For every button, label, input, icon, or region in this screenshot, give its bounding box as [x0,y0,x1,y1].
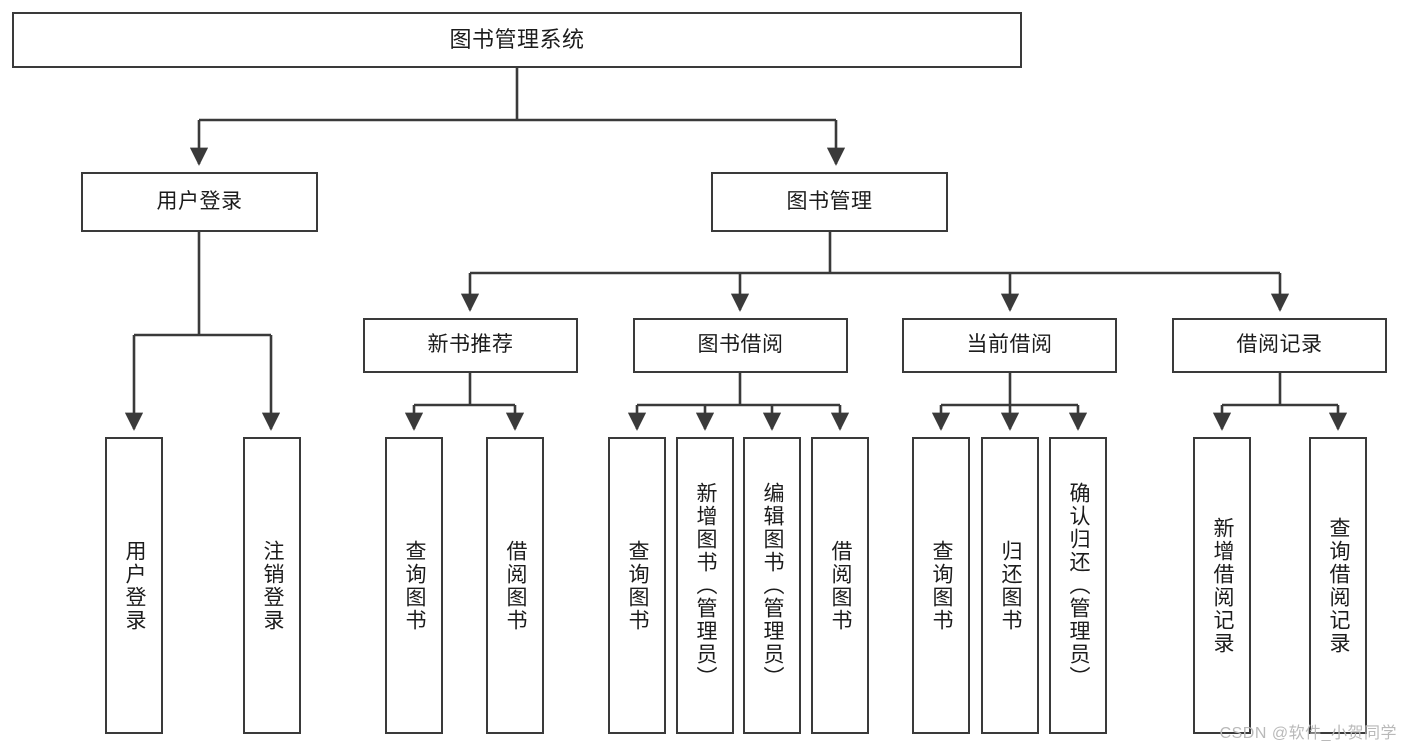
leaf-current-borrow-query[interactable]: 查询图书 [912,437,970,734]
node-user-login[interactable]: 用户登录 [81,172,318,232]
node-label: 查询图书 [626,539,650,632]
node-label: 借阅图书 [504,539,528,632]
node-borrow-record[interactable]: 借阅记录 [1172,318,1387,373]
leaf-book-borrow-add[interactable]: 新增图书（管理员） [676,437,734,734]
node-label: 图书管理系统 [449,27,585,53]
leaf-new-book-query[interactable]: 查询图书 [385,437,443,734]
node-label: 用户登录 [156,189,243,213]
node-label: 新书推荐 [427,333,514,357]
leaf-new-book-borrow[interactable]: 借阅图书 [486,437,544,734]
leaf-current-borrow-confirm-return[interactable]: 确认归还（管理员） [1049,437,1107,734]
node-label: 归还图书 [999,539,1023,632]
node-label: 用户登录 [123,539,147,632]
leaf-book-borrow-edit[interactable]: 编辑图书（管理员） [743,437,801,734]
leaf-user-login-signin[interactable]: 用户登录 [105,437,163,734]
node-label: 新增图书（管理员） [694,482,718,689]
node-current-borrow[interactable]: 当前借阅 [902,318,1117,373]
node-label: 注销登录 [261,539,285,632]
node-label: 新增借阅记录 [1211,516,1235,655]
node-label: 确认归还（管理员） [1067,482,1091,689]
node-label: 查询借阅记录 [1327,516,1351,655]
leaf-book-borrow-borrow[interactable]: 借阅图书 [811,437,869,734]
node-label: 当前借阅 [966,333,1053,357]
leaf-book-borrow-query[interactable]: 查询图书 [608,437,666,734]
node-root-system[interactable]: 图书管理系统 [12,12,1022,68]
node-new-book-recommend[interactable]: 新书推荐 [363,318,578,373]
node-label: 图书借阅 [697,333,784,357]
csdn-watermark: CSDN @软件_小贺同学 [1219,725,1397,742]
leaf-borrow-record-query[interactable]: 查询借阅记录 [1309,437,1367,734]
node-label: 查询图书 [403,539,427,632]
node-label: 借阅记录 [1236,333,1323,357]
leaf-user-login-signout[interactable]: 注销登录 [243,437,301,734]
node-label: 查询图书 [930,539,954,632]
leaf-borrow-record-add[interactable]: 新增借阅记录 [1193,437,1251,734]
node-label: 借阅图书 [829,539,853,632]
leaf-current-borrow-return[interactable]: 归还图书 [981,437,1039,734]
node-label: 编辑图书（管理员） [761,482,785,689]
node-book-management[interactable]: 图书管理 [711,172,948,232]
node-book-borrow[interactable]: 图书借阅 [633,318,848,373]
node-label: 图书管理 [786,189,873,213]
